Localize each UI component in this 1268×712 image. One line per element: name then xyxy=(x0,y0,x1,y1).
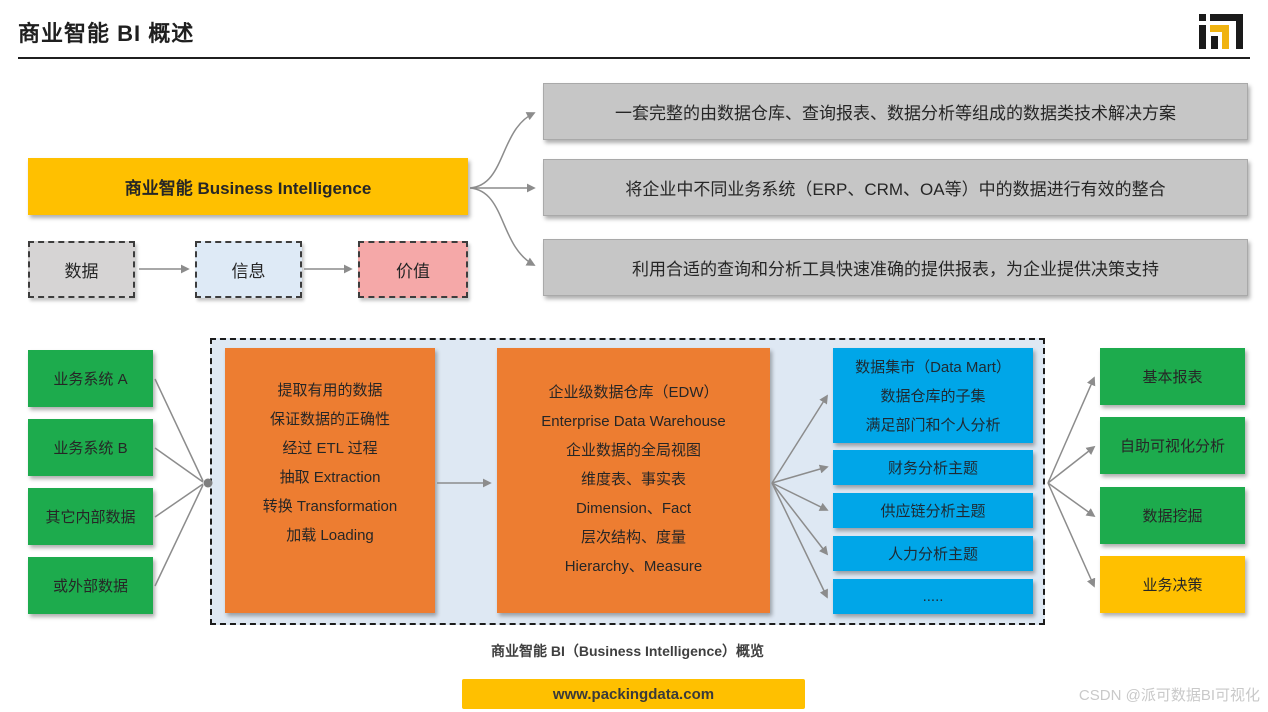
definition-text-2: 将企业中不同业务系统（ERP、CRM、OA等）中的数据进行有效的整合 xyxy=(625,180,1166,199)
packdata-logo-icon xyxy=(1199,14,1243,49)
definition-box-3: 利用合适的查询和分析工具快速准确的提供报表，为企业提供决策支持 xyxy=(543,239,1248,296)
theme-box-supplychain: 供应链分析主题 xyxy=(833,493,1033,528)
etl-line-2: 保证数据的正确性 xyxy=(269,411,390,428)
definition-text-1: 一套完整的由数据仓库、查询报表、数据分析等组成的数据类技术解决方案 xyxy=(615,104,1176,123)
output-box-reports: 基本报表 xyxy=(1100,348,1245,405)
theme-label-supplychain: 供应链分析主题 xyxy=(880,503,986,520)
source-box-3: 其它内部数据 xyxy=(28,488,153,545)
etl-line-4: 抽取 Extraction xyxy=(279,469,381,486)
datamart-line-3: 满足部门和个人分析 xyxy=(865,417,1001,434)
output-box-mining: 数据挖掘 xyxy=(1100,487,1245,544)
datamart-line-1: 数据集市（Data Mart） xyxy=(855,359,1011,376)
definition-box-1: 一套完整的由数据仓库、查询报表、数据分析等组成的数据类技术解决方案 xyxy=(543,83,1248,140)
source-label-1: 业务系统 A xyxy=(53,371,128,388)
definition-text-3: 利用合适的查询和分析工具快速准确的提供报表，为企业提供决策支持 xyxy=(632,260,1159,279)
definition-box-2: 将企业中不同业务系统（ERP、CRM、OA等）中的数据进行有效的整合 xyxy=(543,159,1248,216)
etl-line-6: 加载 Loading xyxy=(286,527,374,544)
theme-label-more: ..... xyxy=(922,588,944,605)
edw-line-6: 层次结构、度量 xyxy=(580,529,686,546)
source-label-2: 业务系统 B xyxy=(53,440,128,457)
output-label-reports: 基本报表 xyxy=(1142,369,1203,386)
output-label-mining: 数据挖掘 xyxy=(1142,508,1203,525)
datamart-box: 数据集市（Data Mart） 数据仓库的子集 满足部门和个人分析 xyxy=(833,348,1033,443)
flow-label-info: 信息 xyxy=(231,262,266,281)
etl-line-1: 提取有用的数据 xyxy=(277,382,383,399)
edw-line-2: Enterprise Data Warehouse xyxy=(541,413,726,430)
theme-box-more: ..... xyxy=(833,579,1033,614)
footer-url-bar: www.packingdata.com xyxy=(462,679,805,709)
etl-line-3: 经过 ETL 过程 xyxy=(282,440,378,457)
flow-label-data: 数据 xyxy=(64,262,99,281)
theme-label-finance: 财务分析主题 xyxy=(887,460,978,477)
theme-label-hr: 人力分析主题 xyxy=(887,546,978,563)
source-box-2: 业务系统 B xyxy=(28,419,153,476)
output-box-selfserve: 自助可视化分析 xyxy=(1100,417,1245,474)
bi-title-box: 商业智能 Business Intelligence xyxy=(28,158,468,215)
diagram-caption: 商业智能 BI（Business Intelligence）概览 xyxy=(490,643,765,659)
edw-line-1: 企业级数据仓库（EDW） xyxy=(548,384,719,401)
theme-box-finance: 财务分析主题 xyxy=(833,450,1033,485)
flow-box-value: 价值 xyxy=(358,241,468,298)
title-divider xyxy=(18,57,1250,59)
theme-box-hr: 人力分析主题 xyxy=(833,536,1033,571)
etl-line-5: 转换 Transformation xyxy=(262,498,398,515)
edw-line-7: Hierarchy、Measure xyxy=(564,558,703,575)
page-title: 商业智能 BI 概述 xyxy=(18,21,195,46)
source-box-4: 或外部数据 xyxy=(28,557,153,614)
edw-line-5: Dimension、Fact xyxy=(575,500,692,517)
flow-box-data: 数据 xyxy=(28,241,135,298)
datamart-line-2: 数据仓库的子集 xyxy=(880,388,986,405)
etl-box: 提取有用的数据 保证数据的正确性 经过 ETL 过程 抽取 Extraction… xyxy=(225,348,435,613)
source-box-1: 业务系统 A xyxy=(28,350,153,407)
output-label-decision: 业务决策 xyxy=(1142,577,1203,594)
flow-box-info: 信息 xyxy=(195,241,302,298)
footer-url-link[interactable]: www.packingdata.com xyxy=(552,685,715,703)
edw-line-3: 企业数据的全局视图 xyxy=(565,442,701,459)
bi-title-label: 商业智能 Business Intelligence xyxy=(124,179,372,198)
output-box-decision: 业务决策 xyxy=(1100,556,1245,613)
output-label-selfserve: 自助可视化分析 xyxy=(1119,438,1225,455)
edw-box: 企业级数据仓库（EDW） Enterprise Data Warehouse 企… xyxy=(497,348,770,613)
source-label-3: 其它内部数据 xyxy=(45,509,136,526)
edw-line-4: 维度表、事实表 xyxy=(580,471,686,488)
flow-label-value: 价值 xyxy=(396,262,430,281)
source-label-4: 或外部数据 xyxy=(52,578,128,595)
csdn-watermark: CSDN @派可数据BI可视化 xyxy=(1078,687,1260,704)
